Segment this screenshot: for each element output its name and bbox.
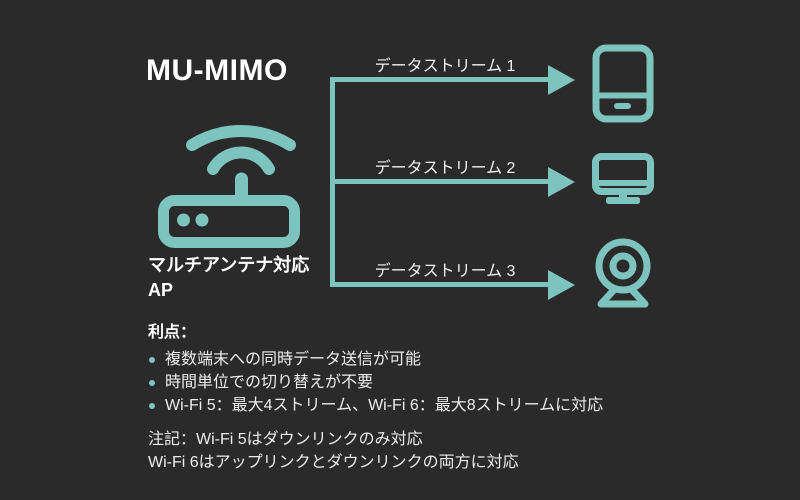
tablet-icon (592, 44, 654, 123)
benefits-section: 利点： 複数端末への同時データ送信が可能 時間単位での切り替えが不要 Wi-Fi… (148, 322, 603, 417)
bullet-dot-icon (149, 357, 155, 363)
wifi-router-icon (158, 125, 300, 248)
footnote-line1: 注記：Wi-Fi 5はダウンリンクのみ対応 (148, 431, 423, 448)
webcam-icon (595, 238, 651, 308)
benefit-item-3: Wi-Fi 5：最大4ストリーム、Wi-Fi 6：最大8ストリームに対応 (148, 394, 603, 417)
benefit-item-2-text: 時間単位での切り替えが不要 (165, 374, 374, 391)
bullet-dot-icon (149, 403, 155, 409)
bullet-dot-icon (149, 380, 155, 386)
stream-arrow-line-3 (330, 282, 549, 287)
wifi-wave-inner (207, 146, 275, 175)
benefits-list: 複数端末への同時データ送信が可能 時間単位での切り替えが不要 Wi-Fi 5：最… (148, 348, 603, 417)
ap-label: マルチアンテナ対応 AP (148, 253, 309, 303)
benefit-item-1: 複数端末への同時データ送信が可能 (148, 348, 603, 371)
router-led-1 (177, 213, 190, 227)
stream-arrow-head-1 (548, 65, 575, 95)
stream-arrow-line-1 (330, 77, 549, 82)
benefit-item-1-text: 複数端末への同時データ送信が可能 (165, 351, 422, 368)
benefits-heading: 利点： (148, 324, 197, 341)
stream-label-2: データストリーム 2 (374, 160, 516, 177)
footnote-line2: Wi-Fi 6はアップリンクとダウンリンクの両方に対応 (148, 454, 519, 471)
router-body (158, 195, 300, 248)
page-title: MU-MIMO (146, 54, 288, 87)
wifi-wave-outer (186, 125, 296, 151)
footnote: 注記：Wi-Fi 5はダウンリンクのみ対応 Wi-Fi 6はアップリンクとダウン… (148, 428, 519, 474)
stream-label-1: データストリーム 1 (374, 58, 516, 75)
benefit-item-2: 時間単位での切り替えが不要 (148, 371, 603, 394)
router-led-2 (195, 213, 209, 227)
stream-arrow-head-3 (548, 270, 575, 300)
ap-label-line1: マルチアンテナ対応 (148, 255, 310, 275)
stream-arrow-head-2 (548, 167, 575, 197)
stream-arrow-line-2 (330, 179, 549, 184)
benefit-item-3-text: Wi-Fi 5：最大4ストリーム、Wi-Fi 6：最大8ストリームに対応 (165, 397, 604, 414)
ap-label-line2: AP (148, 280, 174, 300)
monitor-icon (592, 153, 654, 204)
stream-label-3: データストリーム 3 (374, 263, 516, 280)
